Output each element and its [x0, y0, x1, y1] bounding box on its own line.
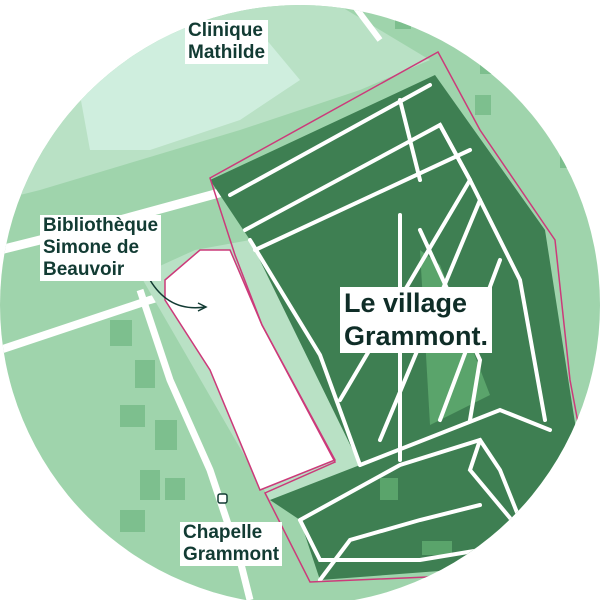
small-marker-icon: [217, 493, 228, 504]
map-title-line-2: Grammont.: [344, 321, 489, 351]
library-building: [165, 250, 335, 490]
label-bibliotheque-line-2: Simone de: [43, 237, 140, 258]
label-chapelle-line-1: Chapelle: [183, 522, 263, 543]
label-bibliotheque-line-3: Beauvoir: [43, 259, 125, 280]
label-bibliotheque-line-1: Bibliothèque: [43, 215, 159, 236]
map-title: Le village Grammont.: [340, 287, 493, 353]
label-bibliotheque: Bibliothèque Simone de Beauvoir: [40, 215, 162, 281]
label-clinique: Clinique Mathilde: [185, 20, 269, 64]
library-outline: [164, 249, 337, 491]
arrow-head-icon: [197, 302, 208, 312]
label-chapelle: Chapelle Grammont: [180, 522, 283, 566]
label-chapelle-line-2: Grammont: [183, 544, 280, 565]
curved-arrow-icon: [149, 279, 206, 309]
map-title-line-1: Le village: [344, 288, 468, 318]
label-clinique-line-1: Clinique: [188, 20, 263, 41]
buildings-cluster: [110, 15, 574, 579]
label-clinique-line-2: Mathilde: [188, 42, 266, 63]
park-building: [380, 478, 398, 500]
road-south: [136, 288, 254, 600]
rail-lines: [538, 5, 600, 62]
park-building-2: [422, 541, 452, 555]
